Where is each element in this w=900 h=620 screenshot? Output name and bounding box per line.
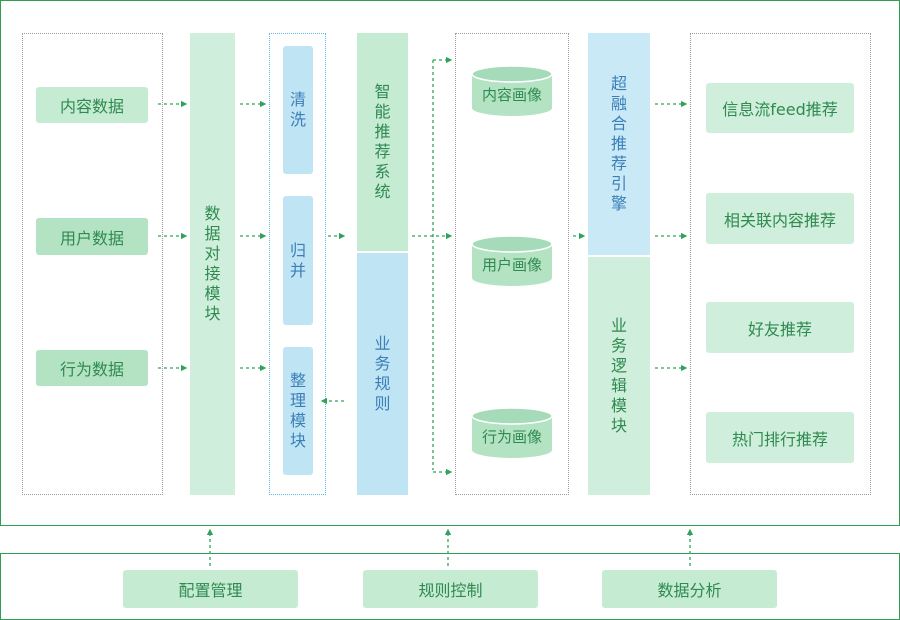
- docking-module: 数据对接模块: [190, 33, 235, 495]
- process-organize: 整理模块: [283, 347, 313, 475]
- vertical-label: 数据对接模块: [204, 204, 221, 323]
- business-rules: 业务规则: [357, 253, 408, 495]
- output-feed-label: 信息流feed推荐: [722, 100, 838, 119]
- data-analysis-label: 数据分析: [657, 581, 722, 600]
- output-friends-label: 好友推荐: [747, 319, 812, 339]
- profile-content-label: 内容画像: [481, 86, 542, 104]
- output-hot-ranking: 热门排行推荐: [706, 412, 854, 463]
- smart-recommend-system: 智能推荐系统: [357, 33, 408, 251]
- vertical-label: 清洗: [289, 90, 306, 129]
- output-friends: 好友推荐: [706, 302, 854, 353]
- config-management: 配置管理: [123, 570, 298, 608]
- profile-behavior-cylinder: 行为画像: [471, 407, 553, 458]
- output-related-content: 相关联内容推荐: [706, 193, 854, 244]
- process-merge: 归并: [283, 196, 313, 325]
- outputs-group: [690, 33, 871, 495]
- process-clean: 清洗: [283, 46, 313, 174]
- output-related-label: 相关联内容推荐: [723, 210, 836, 230]
- cylinder-icon: [471, 65, 553, 116]
- output-hot-label: 热门排行推荐: [731, 429, 828, 449]
- profiles-group: [455, 33, 569, 495]
- profile-content-cylinder: 内容画像: [471, 65, 553, 116]
- source-content-label: 内容数据: [59, 97, 124, 116]
- rule-control-label: 规则控制: [418, 581, 483, 600]
- rule-control: 规则控制: [363, 570, 538, 608]
- vertical-label: 业务规则: [374, 334, 391, 413]
- sources-group: [22, 33, 163, 495]
- vertical-label: 整理模块: [289, 371, 306, 450]
- cylinder-icon: [471, 235, 553, 286]
- vertical-label: 业务逻辑模块: [610, 316, 627, 435]
- source-behavior-data: 行为数据: [36, 350, 148, 386]
- business-logic-module: 业务逻辑模块: [588, 257, 650, 495]
- source-behavior-label: 行为数据: [59, 360, 124, 379]
- vertical-label: 归并: [289, 240, 306, 280]
- vertical-label: 超融合推荐引擎: [610, 74, 627, 213]
- source-content-data: 内容数据: [36, 87, 148, 123]
- output-feed: 信息流feed推荐: [706, 83, 854, 133]
- vertical-label: 智能推荐系统: [374, 82, 391, 201]
- profile-user-label: 用户画像: [481, 256, 542, 274]
- source-user-label: 用户数据: [59, 228, 124, 248]
- fusion-recommend-engine: 超融合推荐引擎: [588, 33, 650, 255]
- processing-group: [269, 33, 326, 495]
- data-analysis: 数据分析: [602, 570, 777, 608]
- profile-behavior-label: 行为画像: [481, 428, 542, 446]
- profile-user-cylinder: 用户画像: [471, 235, 553, 286]
- config-management-label: 配置管理: [178, 581, 243, 600]
- source-user-data: 用户数据: [36, 218, 148, 255]
- cylinder-icon: [471, 407, 553, 458]
